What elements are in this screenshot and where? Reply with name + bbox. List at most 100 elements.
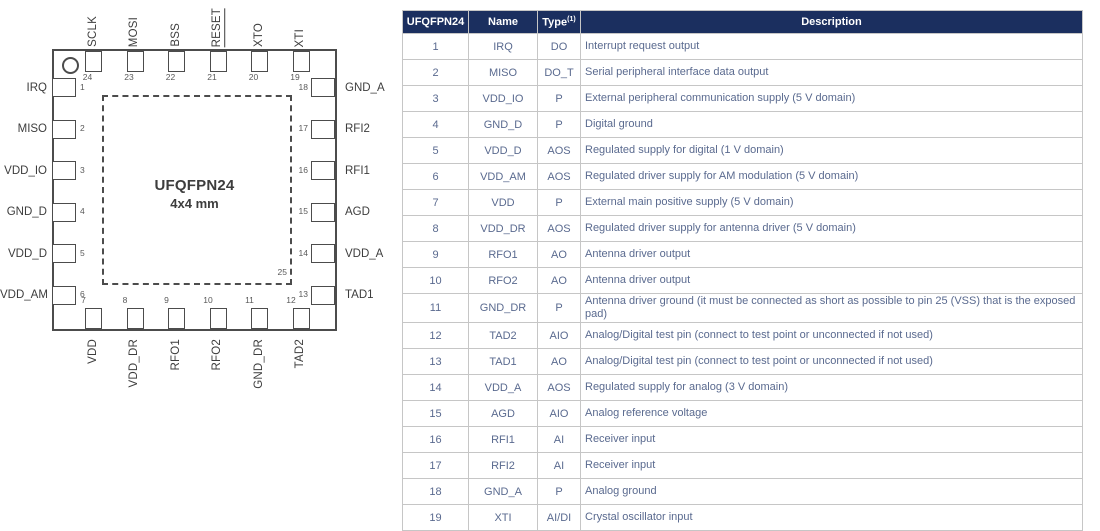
table-header: UFQFPN24 Name Type(1) Description bbox=[402, 10, 1083, 34]
cell-name-pin-1: IRQ bbox=[468, 33, 538, 60]
pin-number-15: 15 bbox=[298, 206, 308, 216]
cell-pin-pin-3: 3 bbox=[402, 85, 469, 112]
cell-pin-pin-5: 5 bbox=[402, 137, 469, 164]
pin-number-12: 12 bbox=[286, 295, 296, 305]
cell-name-pin-4: GND_D bbox=[468, 111, 538, 138]
pin-label-XTO: XTO bbox=[252, 22, 265, 47]
pin-label-BSS: BSS bbox=[169, 23, 182, 47]
pin-number-6: 6 bbox=[80, 289, 85, 299]
pin-number-24: 24 bbox=[82, 72, 93, 82]
pin-label-MISO: MISO bbox=[17, 123, 47, 135]
column-header-name: Name bbox=[468, 10, 538, 34]
cell-pin-pin-19: 19 bbox=[402, 504, 469, 531]
cell-type-pin-16: AI bbox=[537, 426, 581, 453]
pin-label-AGD: AGD bbox=[345, 206, 370, 218]
cell-desc-pin-13: Analog/Digital test pin (connect to test… bbox=[580, 348, 1083, 375]
pin-label-XTI: XTI bbox=[294, 28, 307, 48]
pin-label-wrap-MOSI: MOSI bbox=[124, 2, 146, 47]
cell-type-pin-8: AOS bbox=[537, 215, 581, 242]
pin-label-wrap-XTO: XTO bbox=[249, 2, 271, 47]
pad-pin-20 bbox=[251, 51, 268, 72]
cell-desc-pin-8: Regulated driver supply for antenna driv… bbox=[580, 215, 1083, 242]
cell-pin-pin-14: 14 bbox=[402, 374, 469, 401]
cell-desc-pin-14: Regulated supply for analog (3 V domain) bbox=[580, 374, 1083, 401]
pin-label-VDD_A: VDD_A bbox=[345, 247, 384, 260]
pad-pin-12 bbox=[292, 308, 310, 329]
pin-label-RESET: RESET bbox=[210, 7, 226, 47]
pad-pin-14 bbox=[311, 244, 335, 263]
pad-pin-1 bbox=[52, 78, 76, 97]
cell-name-pin-7: VDD bbox=[468, 189, 538, 216]
chip-size-label: 4x4 mm bbox=[170, 196, 219, 211]
cell-type-pin-13: AO bbox=[537, 348, 581, 375]
cell-pin-pin-6: 6 bbox=[402, 163, 469, 190]
pin-label-SCLK: SCLK bbox=[86, 16, 99, 47]
cell-name-pin-18: GND_A bbox=[468, 478, 538, 505]
pin1-indicator-circle bbox=[62, 57, 79, 74]
cell-type-pin-2: DO_T bbox=[537, 59, 581, 86]
cell-name-pin-15: AGD bbox=[468, 400, 538, 427]
cell-desc-pin-4: Digital ground bbox=[580, 111, 1083, 138]
pin-number-2: 2 bbox=[80, 123, 85, 133]
pin-label-wrap-TAD2: TAD2 bbox=[290, 339, 312, 419]
pin-number-7: 7 bbox=[81, 295, 86, 305]
cell-desc-pin-3: External peripheral communication supply… bbox=[580, 85, 1083, 112]
pin-label-RFI1: RFI1 bbox=[345, 164, 370, 177]
pin-label-GND_D: GND_D bbox=[6, 206, 47, 218]
pad-pin-6 bbox=[52, 285, 76, 305]
cell-type-pin-18: P bbox=[537, 478, 581, 505]
pin-label-VDD_AM: VDD_AM bbox=[0, 289, 48, 301]
pad-pin-23 bbox=[126, 51, 144, 72]
cell-name-pin-13: TAD1 bbox=[468, 348, 538, 375]
cell-type-pin-17: AI bbox=[537, 452, 581, 479]
pad-pin-15 bbox=[311, 202, 335, 222]
type-footnote-marker: (1) bbox=[567, 15, 576, 23]
cell-pin-pin-12: 12 bbox=[402, 322, 469, 349]
cell-type-pin-10: AO bbox=[537, 267, 581, 294]
pad-pin-18 bbox=[311, 78, 335, 97]
cell-type-pin-11: P bbox=[537, 293, 581, 323]
pin-label-wrap-RESET: RESET bbox=[207, 2, 229, 47]
pin-number-4: 4 bbox=[80, 206, 85, 216]
cell-desc-pin-19: Crystal oscillator input bbox=[580, 504, 1083, 531]
cell-name-pin-8: VDD_DR bbox=[468, 215, 538, 242]
cell-name-pin-5: VDD_D bbox=[468, 137, 538, 164]
pin-label-wrap-GND_DR: GND_DR bbox=[249, 339, 271, 419]
pin-number-20: 20 bbox=[248, 72, 259, 82]
pin-number-9: 9 bbox=[164, 295, 169, 305]
pin-number-18: 18 bbox=[298, 81, 308, 92]
pin-label-RFI2: RFI2 bbox=[345, 123, 370, 135]
cell-name-pin-10: RFO2 bbox=[468, 267, 538, 294]
cell-type-pin-9: AO bbox=[537, 241, 581, 268]
cell-name-pin-11: GND_DR bbox=[468, 293, 538, 323]
pad-pin-2 bbox=[52, 119, 76, 139]
pin-number-17: 17 bbox=[298, 123, 308, 133]
chip-title-block: UFQFPN24 4x4 mm bbox=[52, 177, 337, 211]
pad-pin-13 bbox=[311, 285, 335, 305]
cell-desc-pin-16: Receiver input bbox=[580, 426, 1083, 453]
cell-name-pin-6: VDD_AM bbox=[468, 163, 538, 190]
chip-title: UFQFPN24 bbox=[154, 177, 235, 194]
pin-label-MOSI: MOSI bbox=[128, 16, 141, 47]
cell-type-pin-12: AIO bbox=[537, 322, 581, 349]
pin-label-wrap-VDD: VDD bbox=[83, 339, 105, 419]
cell-type-pin-4: P bbox=[537, 111, 581, 138]
cell-pin-pin-11: 11 bbox=[402, 293, 469, 323]
cell-type-pin-19: AI/DI bbox=[537, 504, 581, 531]
cell-desc-pin-7: External main positive supply (5 V domai… bbox=[580, 189, 1083, 216]
